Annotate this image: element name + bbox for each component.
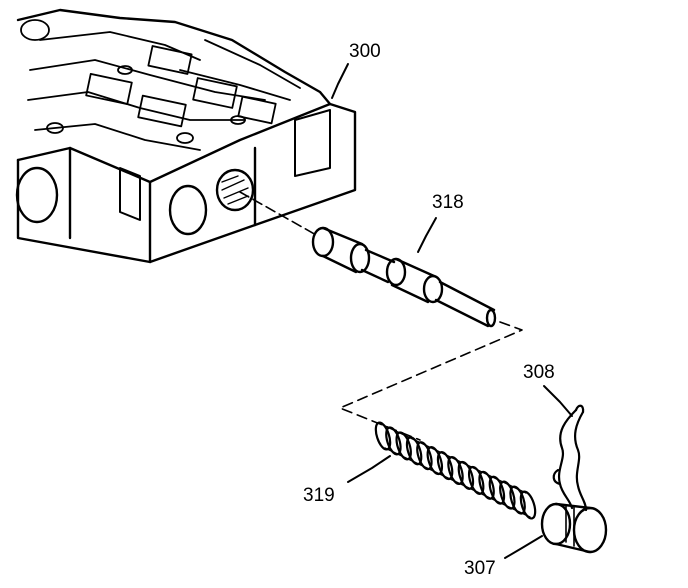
leader-lines	[331, 63, 573, 559]
bore-plug	[540, 502, 608, 554]
spring-outline-top	[380, 423, 527, 494]
callout-308: 308	[523, 362, 555, 383]
leader-307	[504, 535, 543, 559]
alignment-centerline	[239, 191, 319, 237]
leader-319	[347, 455, 391, 483]
callout-307: 307	[464, 558, 496, 579]
valve-body	[15, 8, 357, 264]
leader-318	[417, 217, 437, 253]
leader-308	[543, 385, 573, 417]
retainer-pin	[552, 404, 588, 512]
assembly-path-line	[339, 321, 523, 441]
callout-300: 300	[349, 41, 381, 62]
leader-300	[331, 63, 349, 99]
spring	[374, 421, 537, 520]
valve	[311, 226, 497, 328]
callout-319: 319	[303, 485, 335, 506]
spring-outline-bottom	[384, 447, 531, 518]
callout-318: 318	[432, 192, 464, 213]
